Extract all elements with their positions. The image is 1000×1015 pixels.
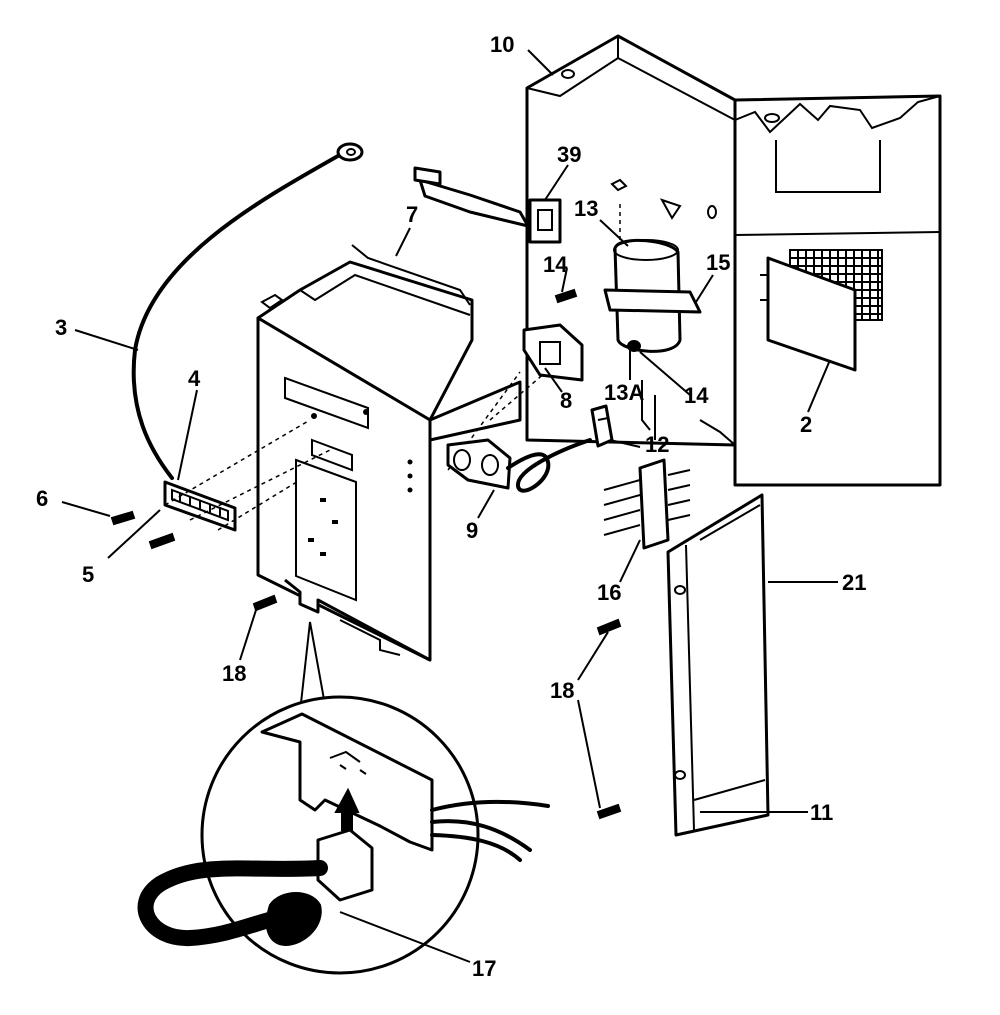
receptacle-8: [522, 323, 584, 382]
callout-8: 8: [560, 388, 572, 413]
callout-3: 3: [55, 315, 67, 340]
callout-16: 16: [597, 580, 621, 605]
callout-11: 11: [810, 800, 833, 825]
filter-panel: [766, 256, 857, 372]
callout-18-panel: 18: [550, 678, 574, 703]
screw-18-lower: [596, 803, 622, 820]
terminal-strip: [163, 480, 237, 532]
callout-14-upper: 14: [543, 252, 568, 277]
callout-9: 9: [466, 518, 478, 543]
screw-18-upper: [596, 618, 622, 636]
screw-18-box: [252, 594, 278, 612]
callout-10: 10: [490, 32, 514, 57]
callout-13: 13: [574, 196, 598, 221]
terminal-block-16: [603, 458, 691, 550]
right-panel: [733, 94, 942, 487]
callout-15: 15: [706, 250, 730, 275]
callout-18-box: 18: [222, 661, 246, 686]
callout-14-lower: 14: [684, 383, 709, 408]
cover-panel: [666, 493, 770, 837]
callout-13A: 13A: [604, 380, 644, 405]
callout-6: 6: [36, 486, 48, 511]
callout-21: 21: [842, 570, 866, 595]
leader-lines: [61, 49, 838, 963]
ground-cable: [131, 142, 364, 480]
screw-5: [148, 532, 176, 550]
detail-view: [137, 621, 550, 975]
capacitor-13: [603, 238, 702, 353]
callout-7: 7: [406, 202, 418, 227]
harness-connector: [413, 166, 562, 244]
callout-39: 39: [557, 142, 581, 167]
callout-labels: 10 39 13 15 14 14 13A 2 7 3 4 6 5 8 9 12…: [36, 32, 866, 981]
control-box: [256, 244, 522, 662]
callout-2: 2: [800, 412, 812, 437]
callout-12: 12: [645, 432, 669, 457]
plug-9: [446, 438, 592, 493]
callout-4: 4: [188, 366, 201, 391]
callout-5: 5: [82, 562, 94, 587]
bracket: [641, 380, 656, 440]
screw-14-left: [554, 288, 578, 304]
screw-6: [110, 510, 136, 526]
callout-17: 17: [472, 956, 496, 981]
